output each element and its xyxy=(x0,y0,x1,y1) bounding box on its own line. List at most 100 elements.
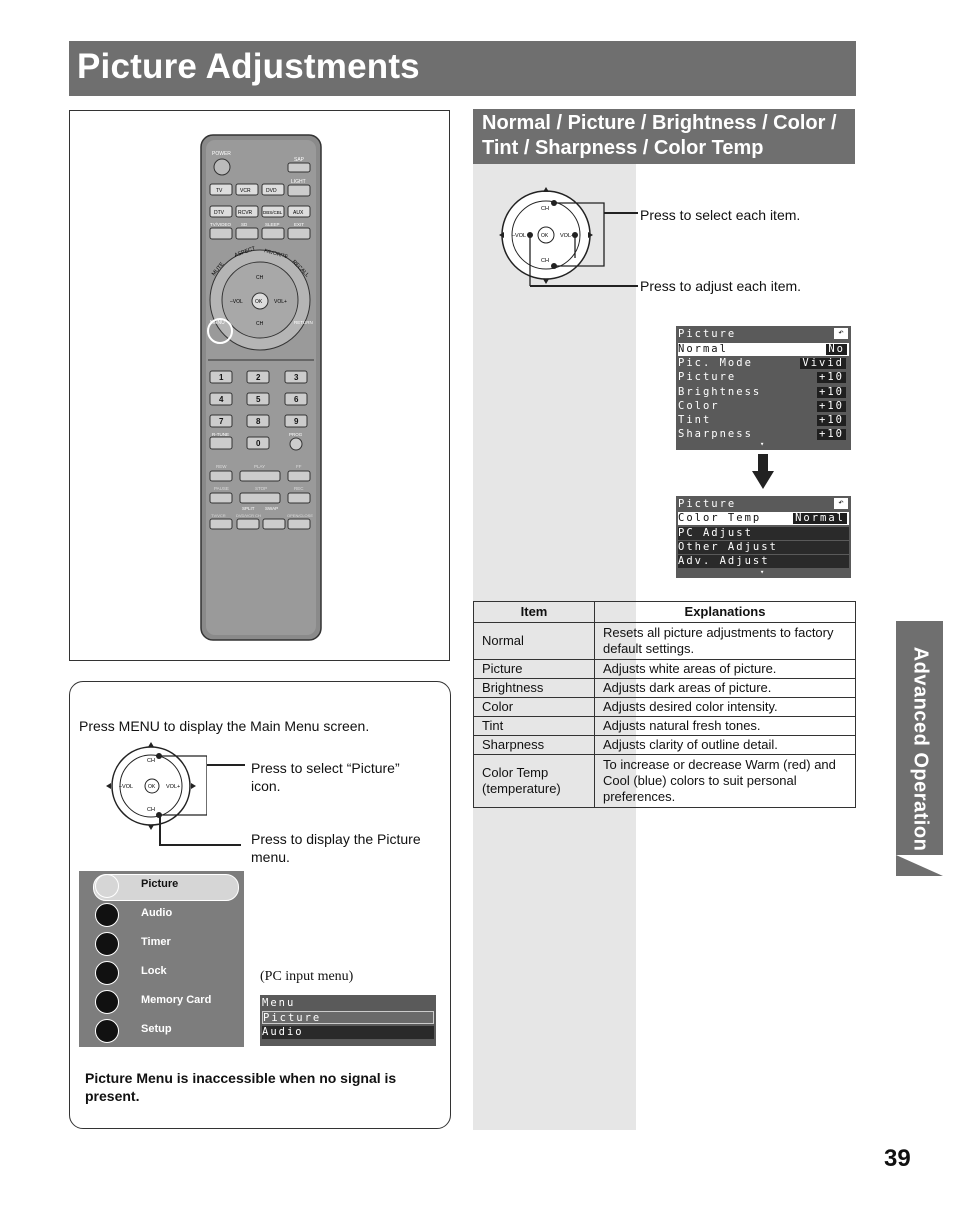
exit-button[interactable] xyxy=(287,227,311,240)
callout-select-item: Press to select each item. xyxy=(640,207,801,223)
digit-3-button[interactable] xyxy=(284,370,308,384)
dbs-cbl-button[interactable] xyxy=(261,205,285,218)
osd-row-tint[interactable]: Tint +10 xyxy=(678,414,848,427)
page-title-bar: Picture Adjustments xyxy=(69,41,856,96)
osd-row-color[interactable]: Color +10 xyxy=(678,400,848,413)
osd-row-picture[interactable]: Picture +10 xyxy=(678,371,848,384)
rew-button[interactable] xyxy=(209,470,233,482)
pc-menu-item-audio[interactable]: Audio xyxy=(262,1026,434,1039)
picture-icon xyxy=(95,874,119,898)
picture-osd-menu-page2: Picture ↶ Color Temp Normal PC Adjust Ot… xyxy=(676,496,851,578)
menu-item-audio[interactable]: Audio xyxy=(79,901,244,929)
ch-up-label: CH xyxy=(256,275,264,281)
digit-0-button[interactable] xyxy=(246,436,270,450)
light-button[interactable] xyxy=(287,184,311,197)
play-button[interactable] xyxy=(239,470,281,482)
menu-item-setup[interactable]: Setup xyxy=(79,1017,244,1045)
vol-minus-label: –VOL xyxy=(119,784,133,790)
remote-light-label: LIGHT xyxy=(291,179,306,185)
digit-7-label: 7 xyxy=(219,417,224,426)
table-row: Picture Adjusts white areas of picture. xyxy=(473,659,856,679)
stop-label: STOP xyxy=(255,486,267,491)
digit-2-button[interactable] xyxy=(246,370,270,384)
open-close-button[interactable] xyxy=(287,518,311,530)
page-title: Picture Adjustments xyxy=(77,47,420,86)
tv-vcr-button[interactable] xyxy=(209,518,233,530)
music-note-icon xyxy=(95,903,119,927)
osd-row-pic-mode[interactable]: Pic. Mode Vivid xyxy=(678,357,848,370)
ff-label: FF xyxy=(296,464,302,469)
menu-highlight-circle xyxy=(207,318,233,344)
table-row: Brightness Adjusts dark areas of picture… xyxy=(473,678,856,698)
osd-row-label: Sharpness xyxy=(678,428,753,440)
osd-row-color-temp[interactable]: Color Temp Normal xyxy=(678,512,849,525)
osd-title: Picture xyxy=(678,498,737,510)
aux-button[interactable] xyxy=(287,205,311,218)
pc-menu-item-picture[interactable]: Picture xyxy=(262,1011,434,1024)
callout-line xyxy=(604,212,638,214)
tv-video-button[interactable] xyxy=(209,227,233,240)
osd-row-value: +10 xyxy=(817,371,846,383)
ch-down-dvd-button[interactable] xyxy=(236,518,260,530)
osd-row-sharpness[interactable]: Sharpness +10 xyxy=(678,428,848,441)
callout-select-picture: Press to select “Picture” icon. xyxy=(251,760,400,794)
ch-up-dvd-button[interactable] xyxy=(262,518,286,530)
menu-item-picture[interactable]: Picture xyxy=(79,872,244,900)
digit-9-button[interactable] xyxy=(284,414,308,428)
digit-6-button[interactable] xyxy=(284,392,308,406)
ff-button[interactable] xyxy=(287,470,311,482)
callout-adjust-item: Press to adjust each item. xyxy=(640,278,802,294)
lock-icon xyxy=(95,961,119,985)
menu-item-lock[interactable]: Lock xyxy=(79,959,244,987)
r-tune-button[interactable] xyxy=(209,436,233,450)
digit-5-button[interactable] xyxy=(246,392,270,406)
vcr-button[interactable] xyxy=(235,183,259,196)
power-button[interactable] xyxy=(213,158,231,176)
ok-button[interactable] xyxy=(251,292,269,310)
swap-label: SWAP xyxy=(265,506,278,511)
digit-1-button[interactable] xyxy=(209,370,233,384)
menu-item-memory-card[interactable]: Memory Card xyxy=(79,988,244,1016)
digit-8-button[interactable] xyxy=(246,414,270,428)
memory-card-icon xyxy=(95,990,119,1014)
vcr-label: VCR xyxy=(240,188,251,194)
digit-6-label: 6 xyxy=(294,395,299,404)
ok-button[interactable] xyxy=(144,778,160,794)
prog-button[interactable] xyxy=(289,437,303,451)
dtv-button[interactable] xyxy=(209,205,233,218)
osd-row-value: +10 xyxy=(817,386,846,398)
osd-row-brightness[interactable]: Brightness +10 xyxy=(678,386,848,399)
stop-button[interactable] xyxy=(239,492,281,504)
back-icon[interactable]: ↶ xyxy=(834,498,848,509)
osd-row-other-adjust[interactable]: Other Adjust xyxy=(678,541,849,554)
sap-button[interactable] xyxy=(287,162,311,173)
section-heading-bar: Normal / Picture / Brightness / Color / … xyxy=(473,109,855,164)
chapter-side-tab: Advanced Operation xyxy=(896,621,943,876)
sleep-button[interactable] xyxy=(261,227,285,240)
osd-row-adv-adjust[interactable]: Adv. Adjust xyxy=(678,555,849,568)
table-cell-explanation: Adjusts desired color intensity. xyxy=(594,697,856,717)
dvd-label: DVD xyxy=(266,188,277,194)
ok-button[interactable] xyxy=(537,226,555,244)
back-icon[interactable]: ↶ xyxy=(834,328,848,339)
digit-0-label: 0 xyxy=(256,439,261,448)
tv-vcr-label: TV/VCR xyxy=(211,513,226,518)
table-row: Color Adjusts desired color intensity. xyxy=(473,697,856,717)
pause-button[interactable] xyxy=(209,492,233,504)
osd-row-pc-adjust[interactable]: PC Adjust xyxy=(678,527,849,540)
table-cell-item: Tint xyxy=(473,716,595,736)
rec-button[interactable] xyxy=(287,492,311,504)
scroll-down-icon[interactable]: ▾ xyxy=(760,440,765,448)
scroll-down-icon[interactable]: ▾ xyxy=(760,568,765,576)
sd-button[interactable] xyxy=(235,227,259,240)
digit-4-button[interactable] xyxy=(209,392,233,406)
menu-label: MENU xyxy=(210,320,225,326)
menu-item-timer[interactable]: Timer xyxy=(79,930,244,958)
rcvr-button[interactable] xyxy=(235,205,259,218)
section-heading: Normal / Picture / Brightness / Color / … xyxy=(482,112,837,159)
tv-button[interactable] xyxy=(209,183,233,196)
osd-row-normal[interactable]: Normal No xyxy=(678,343,849,356)
dvd-button[interactable] xyxy=(261,183,285,196)
dvd-vcr-ch-label: DVD/VCR CH xyxy=(236,513,261,518)
digit-7-button[interactable] xyxy=(209,414,233,428)
